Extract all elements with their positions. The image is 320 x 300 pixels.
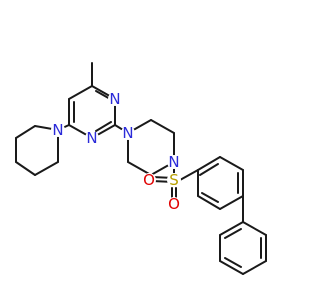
atom-label-n-piperazine-top: N: [121, 124, 135, 142]
svg-text:N: N: [109, 90, 120, 108]
svg-text:N: N: [86, 129, 97, 147]
svg-text:N: N: [122, 124, 133, 142]
bond-s-phenyl: [179, 169, 199, 181]
svg-text:O: O: [168, 195, 180, 213]
atom-label-n-pyrimidine-bottom: N: [85, 129, 99, 147]
svg-text:N: N: [52, 121, 63, 139]
piperazine-ring: [127, 119, 175, 176]
svg-text:O: O: [143, 171, 155, 189]
atom-label-o-left: O: [142, 171, 156, 189]
svg-text:S: S: [169, 171, 179, 189]
phenyl-ring-1: [197, 156, 244, 210]
molecule-structure-diagram: N N N N N S O O: [15, 62, 267, 275]
atom-label-n-piperidine: N: [51, 121, 65, 139]
atom-label-o-bottom: O: [167, 195, 181, 213]
molecule-svg: N N N N N S O O: [15, 62, 267, 275]
atom-label-n-piperazine-bottom: N: [167, 153, 181, 171]
atom-label-n-pyrimidine-top: N: [108, 90, 122, 108]
atom-label-s: S: [167, 171, 181, 189]
svg-text:N: N: [168, 153, 179, 171]
phenyl-ring-2: [219, 221, 267, 275]
